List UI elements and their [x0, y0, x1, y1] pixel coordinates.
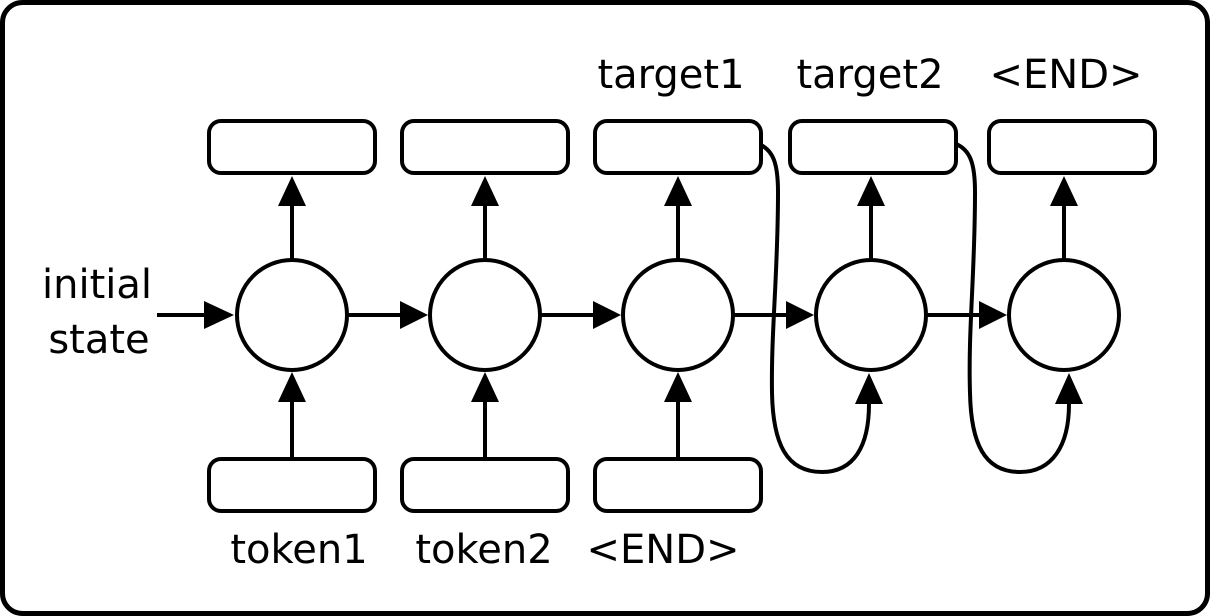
initial-state-label-line1: initial: [42, 262, 152, 308]
output-arrowhead-1: [278, 176, 306, 206]
output-box-4: [788, 119, 958, 175]
output-arrowhead-4: [857, 176, 885, 206]
recurrent-arrowhead-2-3: [593, 301, 621, 329]
input-arrowhead-1: [278, 372, 306, 402]
input-label-token2: token2: [415, 527, 552, 573]
initial-state-arrowhead: [204, 301, 234, 329]
input-box-3: [593, 457, 763, 513]
recurrent-arrowhead-4-5: [979, 301, 1007, 329]
output-arrowhead-5: [1050, 176, 1078, 206]
initial-state-label-line2: state: [48, 317, 149, 363]
output-box-5: [987, 119, 1157, 175]
input-label-end: <END>: [586, 527, 739, 573]
feedback-curve-target2-to-cell5: [955, 142, 1071, 475]
recurrent-arrowhead-3-4: [786, 301, 814, 329]
recurrent-arrowhead-1-2: [400, 301, 428, 329]
rnn-cell-3: [621, 258, 735, 372]
output-label-target1: target1: [597, 52, 744, 98]
output-label-target2: target2: [796, 52, 943, 98]
output-arrowhead-2: [471, 176, 499, 206]
input-box-1: [207, 457, 377, 513]
output-box-3: [593, 119, 763, 175]
feedback-arrowhead-cell4: [855, 373, 883, 404]
output-box-1: [207, 119, 377, 175]
output-box-2: [400, 119, 570, 175]
output-label-end: <END>: [989, 52, 1142, 98]
input-label-token1: token1: [230, 527, 367, 573]
feedback-arrowhead-cell5: [1055, 373, 1083, 404]
rnn-cell-4: [814, 258, 928, 372]
input-arrowhead-3: [664, 372, 692, 402]
feedback-curve-target1-to-cell4: [758, 142, 871, 475]
input-box-2: [400, 457, 570, 513]
rnn-cell-5: [1007, 258, 1121, 372]
input-arrowhead-2: [471, 372, 499, 402]
output-arrowhead-3: [664, 176, 692, 206]
rnn-cell-2: [428, 258, 542, 372]
rnn-cell-1: [235, 258, 349, 372]
